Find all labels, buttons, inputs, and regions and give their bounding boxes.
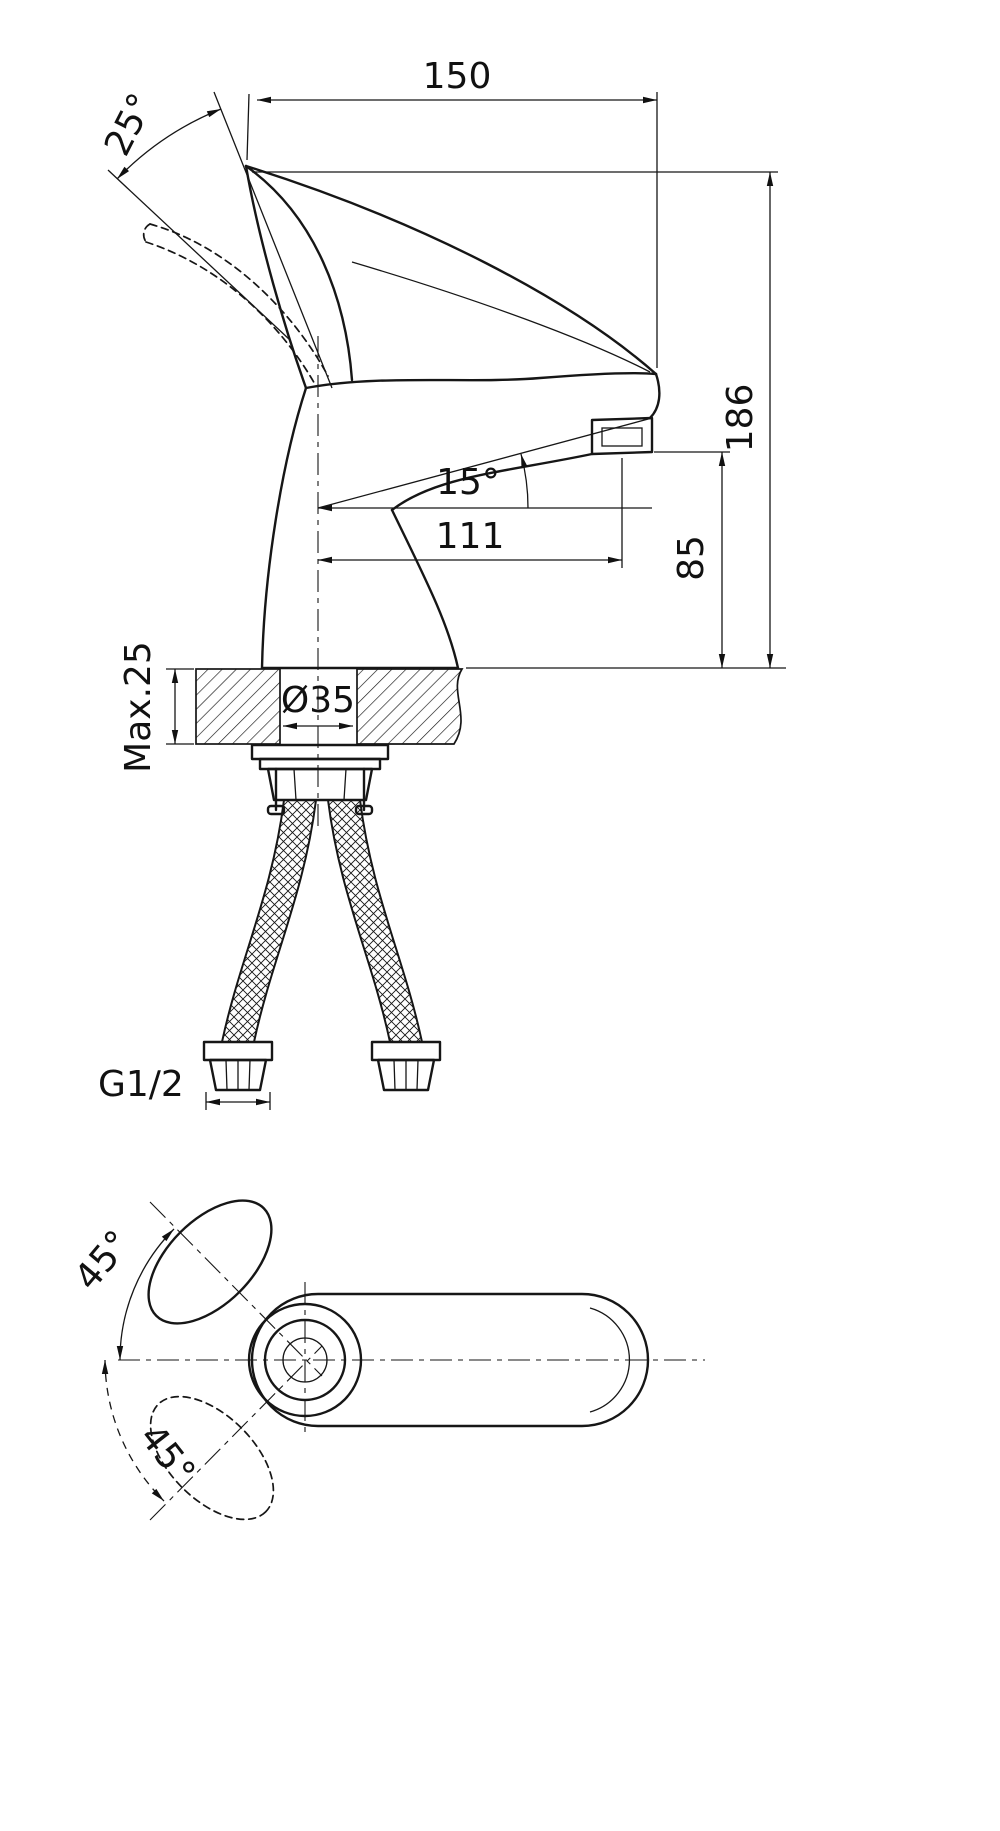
dim-swivel-up: 45° — [67, 1223, 175, 1361]
handle-blade-top-edge — [244, 164, 354, 382]
swivel-up-arc — [116, 1228, 175, 1361]
handle-axis-extension — [213, 91, 333, 389]
dim-reach: 111 — [318, 458, 623, 568]
spout-angle-label: 15° — [436, 462, 500, 503]
dim-handle-angle: 25° — [97, 87, 333, 389]
fitting-collar-right — [370, 1040, 442, 1062]
fitting-nut-left — [208, 1058, 268, 1092]
cap-inner-edge — [351, 261, 651, 373]
thread-label: G1/2 — [98, 1064, 184, 1105]
hose-right — [326, 799, 424, 1043]
fitting-right-facet-3 — [416, 1059, 419, 1091]
fitting-left-facet-1 — [225, 1059, 228, 1091]
dim-height: 186 — [252, 171, 786, 669]
counter-hatch-right — [356, 668, 464, 745]
width-ext-left — [246, 93, 250, 161]
spout-height-label: 85 — [671, 535, 712, 581]
handle-pivot-outer — [247, 1302, 363, 1418]
counter-section: Max.25 Ø35 — [118, 641, 464, 773]
thickness-label: Max.25 — [118, 641, 159, 773]
handle-tilted-dashed — [142, 223, 329, 387]
counter-hatch-left — [195, 668, 281, 745]
faucet-outline — [244, 164, 661, 670]
handle-angle-label: 25° — [97, 87, 163, 162]
nut-facet-line-left — [293, 768, 297, 801]
mounting-washer — [250, 743, 390, 761]
supply-hoses — [220, 799, 424, 1043]
reach-label: 111 — [436, 516, 505, 557]
dim-thread: G1/2 — [98, 1064, 271, 1110]
swivel-down-label: 45° — [131, 1417, 203, 1493]
cap-top-edge — [244, 164, 658, 376]
handle-blade-bottom-edge — [244, 164, 308, 390]
handle-lever-down-axis — [149, 1345, 323, 1521]
handle-pivot-mid — [263, 1318, 347, 1402]
fitting-collar-left — [202, 1040, 274, 1062]
handle-tilted-tip — [142, 223, 151, 243]
dim-width: 150 — [246, 56, 658, 368]
handle-tilted-axis-extension — [107, 169, 291, 341]
mounting-nut-body — [266, 767, 374, 802]
body-left-edge — [260, 386, 308, 670]
swivel-up-label: 45° — [67, 1223, 139, 1298]
spout-outlet — [590, 416, 654, 456]
handle-pivot-inner — [282, 1337, 328, 1383]
spout-underside — [390, 452, 594, 512]
hose-fittings — [202, 1040, 442, 1092]
mounting-hardware — [250, 743, 390, 816]
spout-angle-ray — [317, 417, 653, 509]
handle-tilted-top-edge — [149, 223, 329, 377]
handle-angle-arc — [116, 108, 222, 180]
aerator — [601, 427, 643, 447]
plan-spout-end-contour — [589, 1307, 631, 1413]
mounting-nut-collar — [258, 757, 382, 771]
body-waist-line — [304, 372, 658, 390]
handle-lever-up-axis — [149, 1201, 323, 1377]
top-view: 45° 45° — [67, 1199, 705, 1521]
hole-diameter-label: Ø35 — [281, 680, 355, 721]
side-view: 25° 150 186 15° 111 — [97, 56, 786, 1110]
swivel-down-arc — [101, 1359, 165, 1502]
spout-angle-arc — [520, 453, 529, 509]
nut-facet-line-right — [343, 768, 347, 801]
width-label: 150 — [423, 56, 492, 97]
spout-right-edge — [648, 372, 661, 420]
dim-spout-height: 85 — [654, 451, 730, 668]
fitting-left-facet-3 — [248, 1059, 251, 1091]
hose-left — [220, 799, 318, 1043]
handle-lever-down — [149, 1395, 275, 1521]
body-right-edge — [390, 508, 460, 670]
dim-swivel-down: 45° — [101, 1359, 203, 1502]
height-label: 186 — [720, 384, 761, 453]
dim-spout-angle: 15° — [317, 417, 653, 512]
fitting-right-facet-1 — [393, 1059, 396, 1091]
fitting-nut-right — [376, 1058, 436, 1092]
